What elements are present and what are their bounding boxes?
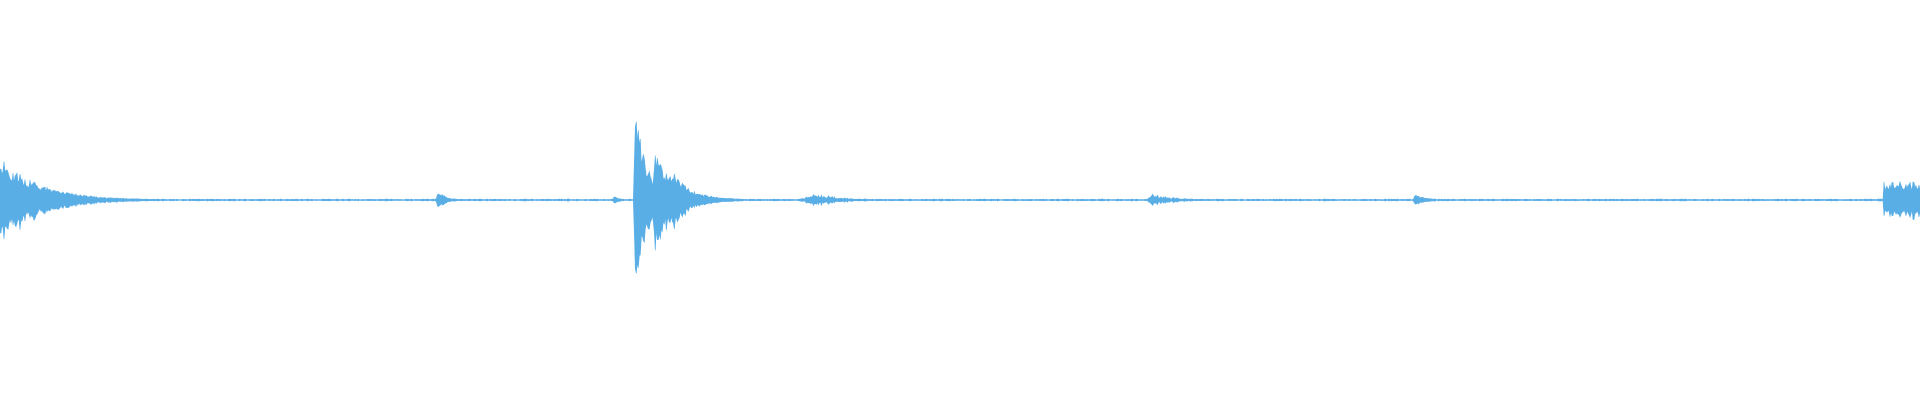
waveform-signal xyxy=(0,121,1920,274)
